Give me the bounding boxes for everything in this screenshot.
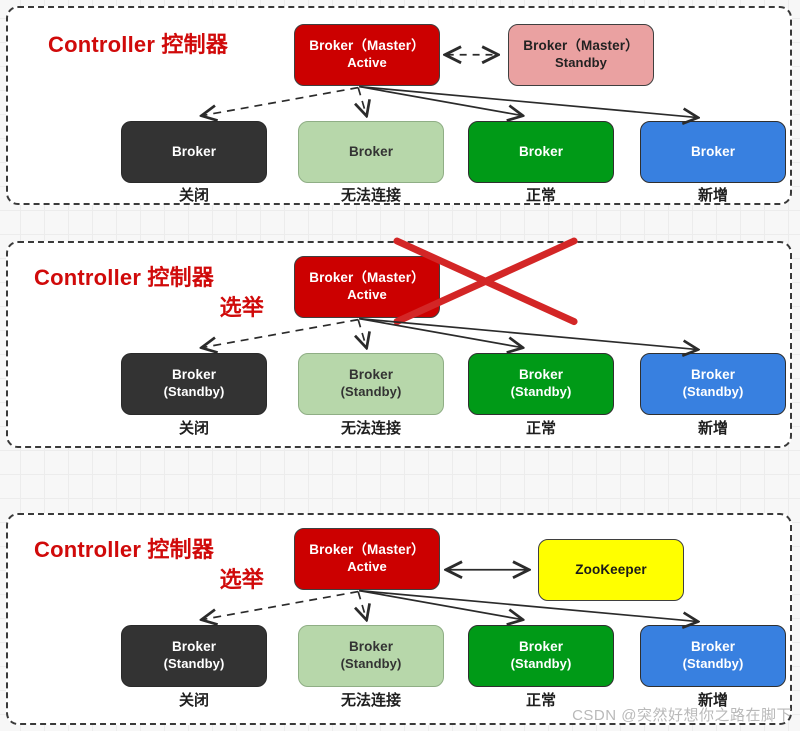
panel-3-broker-2-line1: Broker bbox=[348, 639, 394, 655]
panel-1-arrow-to-broker-1 bbox=[203, 86, 359, 116]
panel-1-arrow-to-broker-4 bbox=[359, 85, 696, 118]
panel-3-zookeeper-node: ZooKeeper bbox=[538, 539, 684, 601]
panel-1-broker-4-line1: Broker bbox=[690, 143, 736, 159]
panel-2-broker-3-line2: (Standby) bbox=[510, 384, 572, 400]
panel-3-master-line1: Broker（Master） bbox=[309, 542, 425, 558]
panel-1-arrow-to-broker-3 bbox=[359, 85, 521, 116]
panel-3-status-3: 正常 bbox=[525, 692, 556, 709]
panel-1-standby-line1: Broker（Master） bbox=[523, 38, 639, 54]
panel-2-broker-3-line1: Broker bbox=[518, 367, 564, 383]
panel-2-broker-4: Broker (Standby) bbox=[640, 353, 786, 415]
panel-3-broker-1: Broker (Standby) bbox=[121, 625, 267, 687]
panel-1-broker-1-line1: Broker bbox=[171, 143, 217, 159]
panel-1-master-line2: Active bbox=[347, 55, 387, 71]
panel-3-status-1: 关闭 bbox=[178, 692, 209, 709]
panel-1-title-main: Controller 控制器 bbox=[48, 32, 229, 57]
panel-2-arrow-to-broker-3 bbox=[359, 317, 521, 348]
panel-2-broker-2: Broker (Standby) bbox=[298, 353, 444, 415]
diagram-panel-3: Controller 控制器 选举 Broker（Master） Active … bbox=[6, 513, 792, 725]
panel-2-status-2: 无法连接 bbox=[340, 420, 401, 437]
panel-1-broker-4: Broker bbox=[640, 121, 786, 183]
panel-2-broker-1-line2: (Standby) bbox=[163, 384, 225, 400]
panel-1-status-3: 正常 bbox=[525, 187, 556, 204]
panel-2-title-sub: 选举 bbox=[219, 294, 264, 320]
panel-1-master-line1: Broker（Master） bbox=[309, 38, 425, 54]
panel-2-status-3: 正常 bbox=[525, 420, 556, 437]
panel-2-broker-1: Broker (Standby) bbox=[121, 353, 267, 415]
panel-3-broker-3-line2: (Standby) bbox=[510, 656, 572, 672]
diagram-panel-1: Controller 控制器 Broker（Master） Active Bro… bbox=[6, 6, 792, 205]
panel-3-title-sub: 选举 bbox=[219, 566, 264, 592]
panel-3-broker-3-line1: Broker bbox=[518, 639, 564, 655]
panel-3-broker-4-line1: Broker bbox=[690, 639, 736, 655]
panel-1-broker-3-line1: Broker bbox=[518, 143, 564, 159]
panel-1-status-1: 关闭 bbox=[178, 187, 209, 204]
panel-2-broker-4-line2: (Standby) bbox=[682, 384, 744, 400]
panel-1-master-node: Broker（Master） Active bbox=[294, 24, 440, 86]
panel-3-master-node: Broker（Master） Active bbox=[294, 528, 440, 590]
panel-2-status-1: 关闭 bbox=[178, 420, 209, 437]
panel-3-title: Controller 控制器 选举 bbox=[34, 535, 264, 594]
panel-2-status-4: 新增 bbox=[697, 420, 728, 437]
panel-3-broker-4: Broker (Standby) bbox=[640, 625, 786, 687]
panel-2-arrow-to-broker-2 bbox=[358, 319, 366, 347]
panel-2-broker-1-line1: Broker bbox=[171, 367, 217, 383]
panel-3-broker-4-line2: (Standby) bbox=[682, 656, 744, 672]
panel-2-broker-2-line2: (Standby) bbox=[340, 384, 402, 400]
panel-2-arrow-to-broker-4 bbox=[359, 317, 696, 350]
panel-2-broker-3: Broker (Standby) bbox=[468, 353, 614, 415]
panel-1-broker-2-line1: Broker bbox=[348, 143, 394, 159]
panel-3-broker-2-line2: (Standby) bbox=[340, 656, 402, 672]
panel-3-broker-3: Broker (Standby) bbox=[468, 625, 614, 687]
panel-1-status-4: 新增 bbox=[697, 187, 728, 204]
panel-1-status-2: 无法连接 bbox=[340, 187, 401, 204]
panel-3-broker-1-line2: (Standby) bbox=[163, 656, 225, 672]
panel-3-title-main: Controller 控制器 bbox=[34, 537, 215, 562]
panel-3-arrow-to-broker-2 bbox=[358, 591, 366, 619]
panel-1-arrow-to-broker-2 bbox=[358, 87, 366, 115]
panel-2-title: Controller 控制器 选举 bbox=[34, 263, 264, 322]
panel-3-arrow-to-broker-1 bbox=[203, 590, 359, 620]
panel-3-arrow-to-broker-3 bbox=[359, 589, 521, 620]
panel-3-broker-1-line1: Broker bbox=[171, 639, 217, 655]
panel-1-standby-node: Broker（Master） Standby bbox=[508, 24, 654, 86]
panel-1-standby-line2: Standby bbox=[555, 55, 607, 71]
panel-2-master-line2: Active bbox=[347, 287, 387, 303]
panel-1-title: Controller 控制器 bbox=[48, 30, 228, 60]
panel-1-broker-3: Broker bbox=[468, 121, 614, 183]
panel-2-title-main: Controller 控制器 bbox=[34, 265, 215, 290]
panel-3-master-line2: Active bbox=[347, 559, 387, 575]
panel-2-broker-2-line1: Broker bbox=[348, 367, 394, 383]
panel-2-master-node: Broker（Master） Active bbox=[294, 256, 440, 318]
watermark: CSDN @突然好想你之路在脚下 bbox=[572, 707, 792, 724]
panel-2-arrow-to-broker-1 bbox=[203, 318, 359, 348]
panel-3-status-2: 无法连接 bbox=[340, 692, 401, 709]
panel-1-broker-2: Broker bbox=[298, 121, 444, 183]
panel-3-status-4: 新增 bbox=[697, 692, 728, 709]
diagram-panel-2: Controller 控制器 选举 Broker（Master） Active … bbox=[6, 237, 792, 448]
panel-1-broker-1: Broker bbox=[121, 121, 267, 183]
panel-3-zookeeper-label: ZooKeeper bbox=[575, 561, 647, 577]
panel-3-broker-2: Broker (Standby) bbox=[298, 625, 444, 687]
panel-2-master-line1: Broker（Master） bbox=[309, 270, 425, 286]
panel-2-broker-4-line1: Broker bbox=[690, 367, 736, 383]
